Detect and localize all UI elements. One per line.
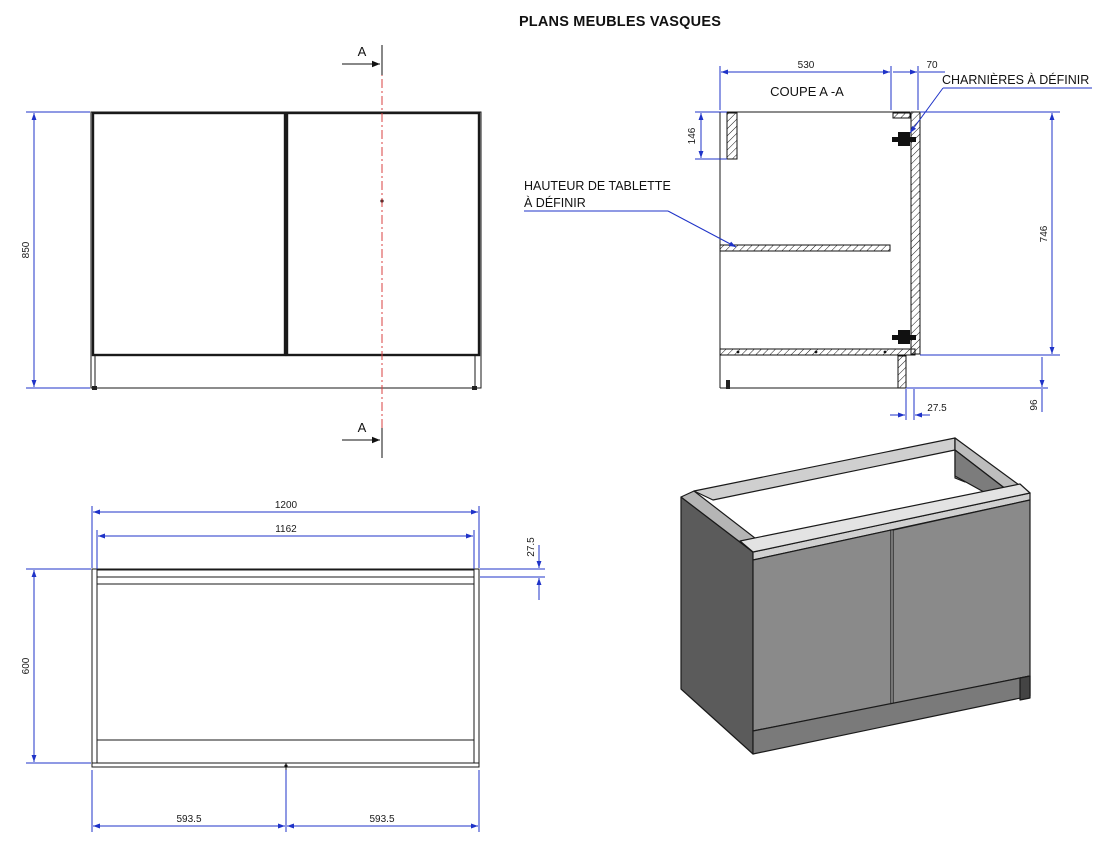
render-right-door — [892, 499, 1031, 705]
left-door — [91, 111, 287, 357]
section-title: COUPE A -A — [770, 84, 844, 99]
shelf-callout-line1: HAUTEUR DE TABLETTE — [524, 179, 671, 193]
plinth-section — [897, 355, 907, 389]
hinge-callout: CHARNIÈRES À DÉFINIR — [942, 72, 1089, 87]
top-rail-label: 146 — [687, 127, 698, 144]
width-label: 1200 — [275, 500, 298, 511]
top-rail — [726, 112, 738, 160]
top-outline — [91, 568, 480, 768]
left-door-label: 593.5 — [176, 814, 201, 825]
plinth-height-label: 96 — [1029, 399, 1040, 411]
front-view: A A 850 — [21, 44, 482, 458]
body-height-label: 746 — [1039, 225, 1050, 242]
shelf-leader — [667, 210, 737, 248]
section-marker-top: A — [358, 44, 367, 59]
front-height-label: 850 — [21, 241, 32, 258]
bottom-panel — [719, 348, 916, 356]
hinge-leader — [909, 87, 944, 134]
section-marker-bottom: A — [358, 420, 367, 435]
hinge-bottom-icon — [892, 330, 916, 344]
render-left-door — [752, 529, 892, 732]
drawing-title: PLANS MEUBLES VASQUES — [518, 14, 722, 30]
depth-label: 530 — [798, 60, 815, 71]
offset-label: 27.5 — [526, 537, 537, 557]
cabinet-3d-render — [680, 437, 1031, 755]
top-depth-label: 600 — [21, 657, 32, 674]
door-section — [910, 111, 921, 355]
inner-width-label: 1162 — [275, 524, 297, 535]
right-door — [285, 111, 481, 357]
door-thickness-label: 70 — [926, 60, 938, 71]
right-door-label: 593.5 — [369, 814, 394, 825]
section-view: COUPE A -A 530 70 146 746 96 27.5 — [524, 60, 1092, 420]
hinge-top-icon — [892, 132, 916, 146]
shelf-callout-line2: À DÉFINIR — [524, 195, 586, 210]
shelf-section — [719, 244, 891, 252]
top-view: 1200 1162 600 27.5 593.5 593.5 — [21, 500, 545, 832]
plinth-recess-label: 27.5 — [927, 403, 947, 414]
